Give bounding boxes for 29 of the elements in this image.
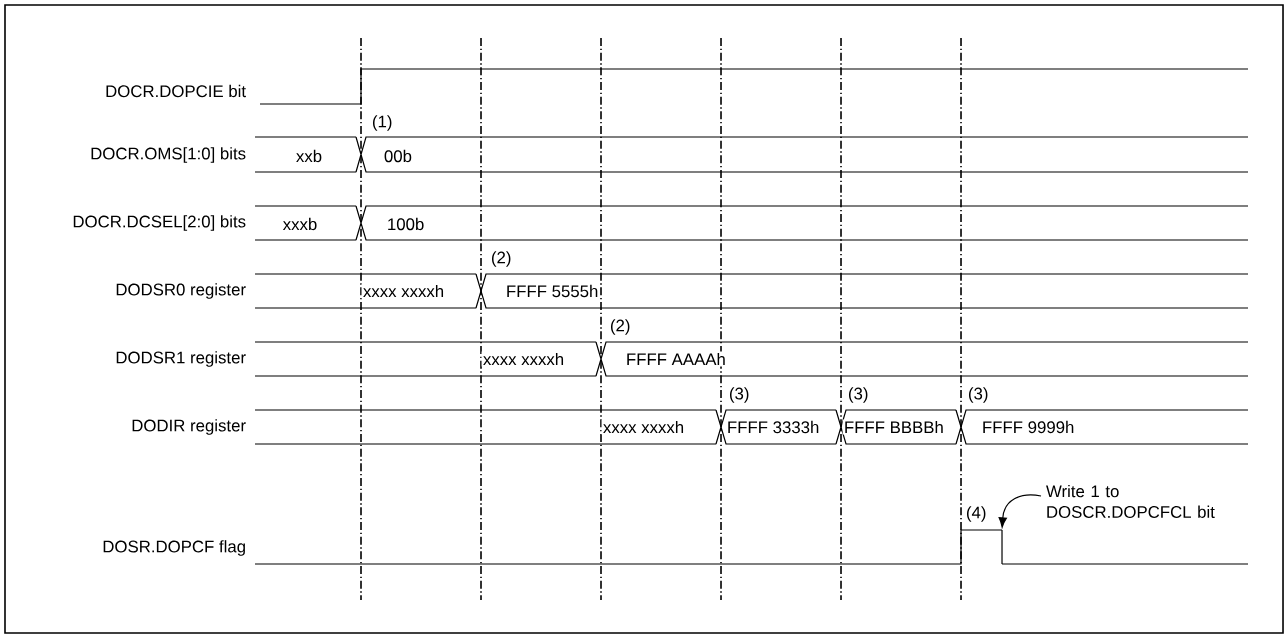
bus-value: FFFF BBBBh [842, 419, 946, 435]
bus-value: FFFF 9999h [980, 419, 1076, 435]
callout-number: (3) [727, 385, 751, 405]
callout-number: (2) [608, 317, 632, 337]
signal-name: DOCR.OMS[1:0] bits [88, 145, 248, 165]
callout-number: (2) [489, 249, 513, 269]
signal-name: DOSR.DOPCF flag [101, 538, 248, 558]
bus-value: xxxx xxxxh [361, 283, 446, 299]
bus-value: 00b [382, 148, 414, 164]
bus-value: xxb [294, 148, 324, 164]
bus-value: xxxx xxxxh [481, 351, 566, 367]
callout-number: (3) [966, 385, 990, 405]
signal-name: DODIR register [129, 417, 248, 437]
falling-edge [1001, 530, 1003, 564]
signal-name: DODSR1 register [114, 349, 248, 369]
annotation-text: Write 1 to DOSCR.DOPCFCL bit [1046, 484, 1215, 518]
callout-number: (4) [964, 504, 988, 524]
bus-value: FFFF 5555h [504, 283, 600, 299]
signal-name: DOCR.DCSEL[2:0] bits [71, 213, 248, 233]
signal-name: DOCR.DOPCIE bit [103, 83, 248, 99]
bus-value: xxxb [281, 216, 319, 232]
bus-value: 100b [385, 216, 426, 232]
bus-value: xxxx xxxxh [601, 419, 686, 435]
signal-name: DODSR0 register [114, 281, 248, 301]
bus-value: FFFF 3333h [725, 419, 821, 435]
leader-arrow [998, 494, 1042, 528]
bus-value: FFFF AAAAh [624, 351, 728, 367]
callout-number: (3) [846, 385, 870, 405]
callout-number: (1) [370, 113, 394, 133]
